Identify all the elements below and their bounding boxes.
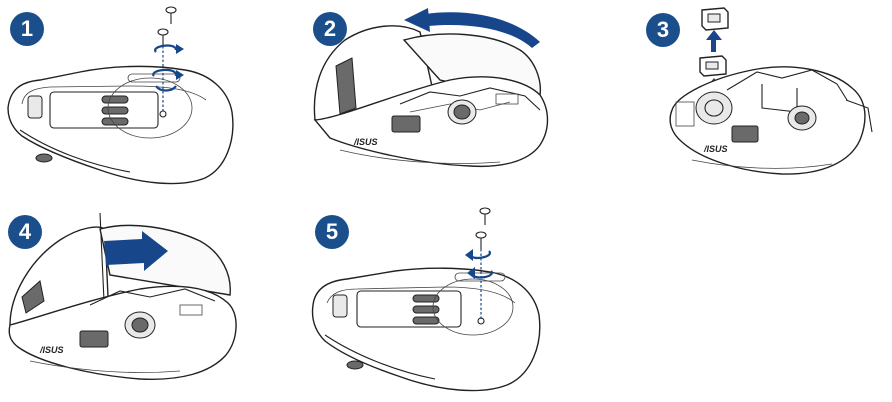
step-3: 3 /ISUS: [632, 0, 892, 190]
step-1: 1: [0, 0, 260, 190]
mouse-close-illustration: /ISUS: [8, 212, 237, 380]
step-number-badge: 2: [313, 12, 347, 46]
mouse-bottom-illustration: [7, 6, 234, 185]
slide-cover-arrow-icon: [104, 231, 168, 271]
screw-icon: [475, 207, 491, 249]
step-number-badge: 4: [8, 215, 42, 249]
brand-logo: /ISUS: [703, 144, 728, 154]
mouse-bottom-illustration: [311, 207, 541, 392]
step-number-badge: 5: [315, 215, 349, 249]
step-2: 2 /ISUS: [300, 0, 570, 190]
switch-component-icon: [699, 7, 729, 77]
brand-logo: /ISUS: [39, 345, 64, 355]
lift-cover-arrow-icon: [404, 8, 540, 48]
mouse-open-illustration: /ISUS: [313, 8, 549, 168]
switch-replacement-illustration: /ISUS: [669, 7, 873, 175]
brand-logo: /ISUS: [353, 137, 378, 147]
step-number-badge: 3: [646, 13, 680, 47]
step-4: 4 /ISUS: [0, 205, 260, 402]
step-number-badge: 1: [10, 12, 44, 46]
step-5: 5: [305, 205, 565, 402]
screw-icon: [157, 6, 177, 46]
